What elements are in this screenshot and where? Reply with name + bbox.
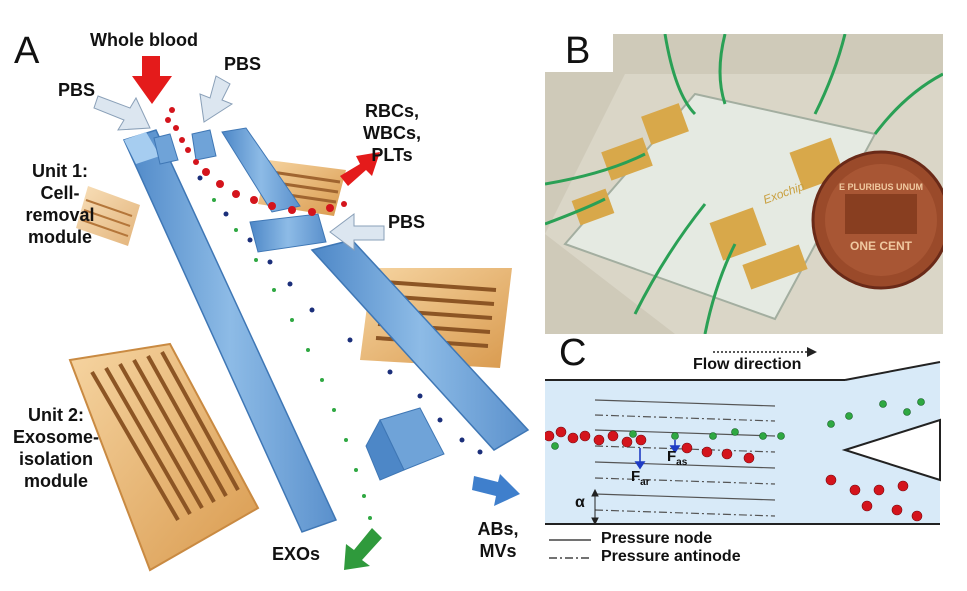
unit1-label-line3: removal (25, 205, 95, 225)
panel-b-letter: B (565, 34, 591, 72)
ab-mv-particles (197, 175, 483, 455)
legend-node-label: Pressure node (601, 530, 713, 547)
unit2-channel-left (122, 129, 338, 533)
whole-blood-label: Whole blood (90, 30, 198, 50)
panel-a: A Whole blood PBS PBS RBCs, WBCs, PLTs P… (2, 30, 530, 572)
pressure-node-lines (594, 399, 776, 501)
separator-block (365, 407, 445, 481)
legend-antinode-label: Pressure antinode (601, 548, 741, 565)
coin-text-top: E PLURIBUS UNUM (839, 182, 923, 192)
pressure-antinode-lines (594, 414, 776, 517)
unit1-label-line1: Unit 1: (32, 161, 88, 181)
abs-arrow (472, 474, 520, 506)
pbs-left-label: PBS (58, 80, 96, 100)
panel-b-letter-box (545, 34, 613, 72)
penny-coin (811, 150, 943, 290)
unit2-label: Unit 2: Exosome- isolation module (2, 404, 110, 492)
pbs-top-arrow (199, 75, 234, 123)
panel-c-letter: C (559, 332, 587, 374)
unit2-label-line2: Exosome- (12, 427, 100, 447)
cells-label-line3: PLTs (371, 145, 413, 165)
exosome-particles (212, 198, 372, 520)
f-as-label: Fas (667, 448, 687, 468)
panel-a-letter: A (14, 30, 40, 72)
panel-b: E PLURIBUS UNUM ONE CENT Exochip B (545, 34, 943, 334)
chip-tubing (545, 34, 943, 334)
f-ar-main: F (631, 468, 641, 485)
abs-mvs-label: ABs, MVs (468, 518, 528, 562)
cells-label-line2: WBCs, (363, 123, 421, 143)
green-particles (551, 398, 925, 450)
panel-b-photo: E PLURIBUS UNUM ONE CENT Exochip (545, 34, 943, 334)
f-ar-sub: ar (640, 477, 650, 488)
unit1-label: Unit 1: Cell- removal module (12, 160, 108, 248)
abs-label-line2: MVs (479, 541, 517, 561)
unit2-electrode-left (68, 342, 260, 572)
unit1-outlet-block (249, 213, 327, 253)
red-particles (545, 426, 923, 522)
whole-blood-arrow (132, 56, 172, 104)
unit2-label-line4: module (23, 471, 88, 491)
exos-arrow (344, 528, 382, 570)
f-as-main: F (667, 448, 677, 465)
flow-direction-label: Flow direction (693, 356, 802, 373)
force-arrows (634, 440, 681, 470)
legend-lines (549, 539, 591, 559)
unit1-label-line4: module (27, 227, 92, 247)
pbs-left-arrow (93, 95, 151, 131)
coin-text-bottom: ONE CENT (850, 239, 913, 253)
f-as-sub: as (676, 457, 688, 468)
flow-direction-arrow (713, 347, 817, 357)
unit2-label-line3: isolation (18, 449, 93, 469)
pbs-mid-arrow (329, 213, 385, 251)
unit2-label-line1: Unit 2: (28, 405, 84, 425)
panel-a-illustration (68, 56, 530, 572)
unit1-electrode-left (76, 186, 140, 246)
blood-cell-particles (165, 107, 347, 216)
cells-label-line1: RBCs, (364, 101, 419, 121)
f-ar-label: Far (631, 468, 650, 488)
unit1-label-line2: Cell- (40, 183, 80, 203)
alpha-label: α (575, 494, 585, 511)
alpha-dimension (591, 488, 599, 526)
exos-label: EXOs (272, 544, 321, 564)
pbs-mid-label: PBS (388, 212, 426, 232)
abs-label-line1: ABs, (477, 519, 519, 539)
panel-c-schematic (545, 347, 941, 559)
panel-c: C Flow direction Far Fas α Pressure node… (545, 332, 945, 580)
inlet-blocks (153, 127, 301, 213)
cells-out-arrow (340, 152, 380, 186)
pbs-top-label: PBS (224, 54, 262, 74)
cells-label: RBCs, WBCs, PLTs (356, 100, 428, 166)
unit2-channel-right (310, 239, 530, 451)
